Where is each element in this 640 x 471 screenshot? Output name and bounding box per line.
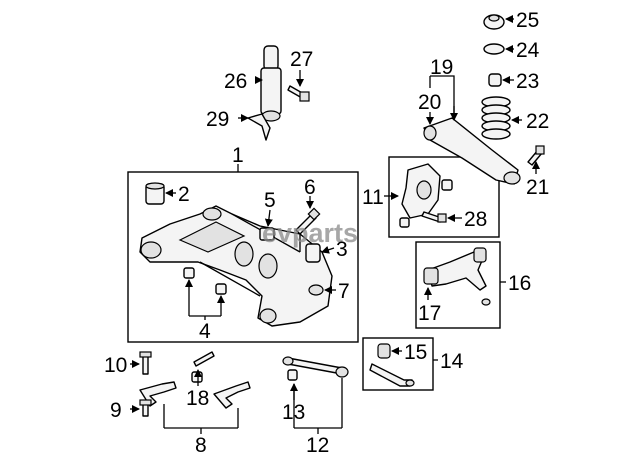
callout-21: 21: [526, 176, 549, 199]
bushing-2: [145, 182, 165, 205]
callout-18: 18: [186, 387, 209, 410]
callout-1: 1: [232, 144, 244, 167]
trailing-link: [369, 343, 415, 387]
callout-27: 27: [290, 48, 313, 71]
bushing-3: [305, 243, 321, 263]
callout-labels: 1 2 3 4 5 6 7 8 9 10 11 12 13 14 15 16 1…: [104, 9, 549, 457]
bolt-28: [421, 211, 447, 223]
callout-12: 12: [306, 434, 329, 457]
mount-25: [483, 14, 505, 30]
bolt-10: [139, 351, 152, 375]
bolt-27: [287, 85, 310, 102]
callout-29: 29: [206, 108, 229, 131]
callout-10: 10: [104, 354, 127, 377]
upper-arm-group-box: [415, 241, 501, 329]
bump-stop-23: [488, 73, 502, 87]
bolt-21: [527, 145, 545, 166]
rear-crossmember: [139, 205, 333, 327]
callout-11: 11: [362, 186, 384, 209]
knuckle-group-box: [388, 156, 500, 238]
callout-5: 5: [264, 189, 276, 212]
callout-14: 14: [440, 350, 464, 373]
bolt-6: [295, 207, 321, 235]
link-group-box: [362, 337, 434, 391]
callout-6: 6: [304, 176, 316, 199]
knuckle: [399, 163, 453, 228]
bolt-18: [193, 351, 215, 367]
callout-13: 13: [282, 401, 305, 424]
callout-8: 8: [195, 434, 207, 457]
leader-lines: [130, 15, 540, 434]
washer-7: [308, 284, 324, 296]
shock-absorber: [260, 45, 282, 122]
lower-control-arm: [423, 117, 521, 185]
bushings-4: [183, 267, 227, 295]
callout-22: 22: [526, 110, 549, 133]
callout-19: 19: [430, 56, 453, 79]
callout-3: 3: [336, 238, 348, 261]
callout-17: 17: [418, 302, 441, 325]
nut-18: [191, 371, 203, 383]
watermark-text: evparts: [262, 218, 358, 248]
callout-23: 23: [516, 70, 539, 93]
bracket-29: [247, 113, 271, 141]
callout-15: 15: [404, 341, 427, 364]
callout-20: 20: [418, 91, 441, 114]
callout-24: 24: [516, 39, 540, 62]
callout-4: 4: [199, 320, 211, 343]
crossmember-group-box: [127, 171, 359, 343]
spring-seat-24: [483, 43, 505, 55]
callout-16: 16: [508, 272, 531, 295]
callout-7: 7: [338, 280, 350, 303]
callout-2: 2: [178, 183, 190, 206]
callout-9: 9: [110, 399, 122, 422]
upper-control-arm: [423, 247, 491, 306]
callout-25: 25: [516, 9, 539, 32]
nut-5: [259, 227, 275, 241]
callout-26: 26: [224, 70, 247, 93]
lateral-link: [282, 356, 349, 381]
coil-spring: [481, 96, 511, 140]
callout-28: 28: [464, 208, 487, 231]
bolt-9: [139, 399, 152, 417]
